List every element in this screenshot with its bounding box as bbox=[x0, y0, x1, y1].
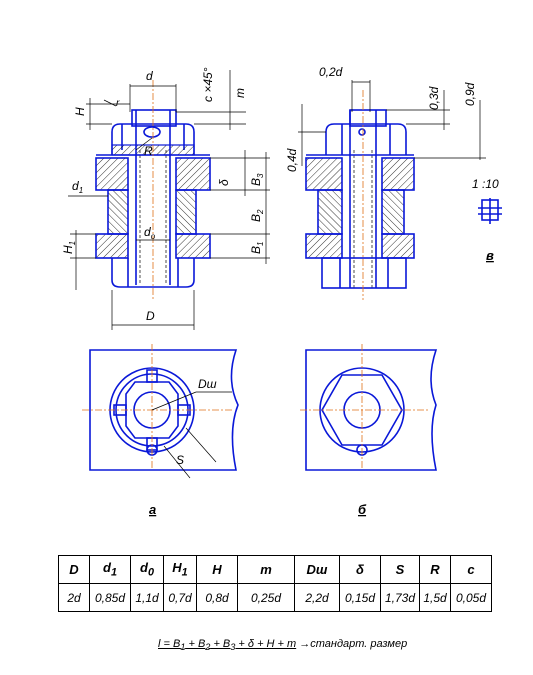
label-B2: B2 bbox=[249, 209, 265, 222]
label-D: D bbox=[146, 309, 155, 323]
label-0-9d: 0,9d bbox=[463, 82, 477, 106]
right-section-view: 0,2d 0,3d 0,9d 0,4d bbox=[285, 65, 486, 300]
formula-expression: l = B1 + B2 + B3 + δ + H + m bbox=[158, 638, 297, 653]
label-0-4d: 0,4d bbox=[285, 148, 299, 172]
label-H: H bbox=[73, 107, 87, 116]
label-view-a: а bbox=[149, 502, 156, 517]
plan-view-a: Dш S а bbox=[82, 344, 239, 517]
value-R: 1,5d bbox=[419, 583, 451, 612]
label-B1: B1 bbox=[249, 242, 265, 254]
value-delta: 0,15d bbox=[339, 583, 381, 612]
label-view-v: в bbox=[486, 248, 494, 263]
header-H1: H1 bbox=[163, 555, 197, 584]
label-m: m bbox=[233, 88, 247, 98]
label-delta: δ bbox=[217, 179, 231, 186]
header-S: S bbox=[380, 555, 420, 584]
value-H: 0,8d bbox=[196, 583, 238, 612]
label-d: d bbox=[146, 69, 153, 83]
header-d1: d1 bbox=[89, 555, 131, 584]
label-S: S bbox=[176, 453, 184, 467]
label-0-2d: 0,2d bbox=[319, 65, 343, 79]
detail-view-v: 1 :10 в bbox=[472, 177, 502, 263]
label-d0: do bbox=[144, 225, 156, 241]
header-m: m bbox=[237, 555, 295, 584]
label-r: r bbox=[116, 98, 120, 109]
value-c: 0,05d bbox=[450, 583, 492, 612]
label-c45: c ×45° bbox=[201, 67, 215, 102]
table-header-row: D d1 d0 H1 H m Dш δ S R c bbox=[58, 555, 492, 584]
parameter-table: D d1 d0 H1 H m Dш δ S R c 2d 0,85d 1,1d … bbox=[58, 555, 492, 612]
header-R: R bbox=[419, 555, 451, 584]
value-d1: 0,85d bbox=[89, 583, 131, 612]
value-Dw: 2,2d bbox=[294, 583, 340, 612]
label-R: R bbox=[144, 144, 153, 158]
header-delta: δ bbox=[339, 555, 381, 584]
value-d0: 1,1d bbox=[130, 583, 164, 612]
table-values-row: 2d 0,85d 1,1d 0,7d 0,8d 0,25d 2,2d 0,15d… bbox=[58, 583, 492, 612]
value-m: 0,25d bbox=[237, 583, 295, 612]
value-D: 2d bbox=[58, 583, 90, 612]
label-0-3d: 0,3d bbox=[427, 86, 441, 110]
label-B3: B3 bbox=[249, 173, 265, 186]
label-H1: H1 bbox=[61, 241, 77, 254]
header-Dw: Dш bbox=[294, 555, 340, 584]
label-view-b: б bbox=[358, 502, 367, 517]
header-D: D bbox=[58, 555, 90, 584]
length-formula: l = B1 + B2 + B3 + δ + H + m →стандарт. … bbox=[158, 638, 518, 652]
header-H: H bbox=[196, 555, 238, 584]
label-d1: d1 bbox=[72, 179, 83, 195]
label-scale: 1 :10 bbox=[472, 177, 499, 191]
left-section-view: d c ×45° m H r R d1 δ B3 B2 B1 H1 do D bbox=[61, 67, 270, 330]
formula-tail: →стандарт. размер bbox=[296, 638, 408, 650]
plan-view-b: б bbox=[300, 344, 438, 517]
label-Dw: Dш bbox=[198, 377, 217, 391]
header-c: c bbox=[450, 555, 492, 584]
header-d0: d0 bbox=[130, 555, 164, 584]
value-H1: 0,7d bbox=[163, 583, 197, 612]
value-S: 1,73d bbox=[380, 583, 420, 612]
